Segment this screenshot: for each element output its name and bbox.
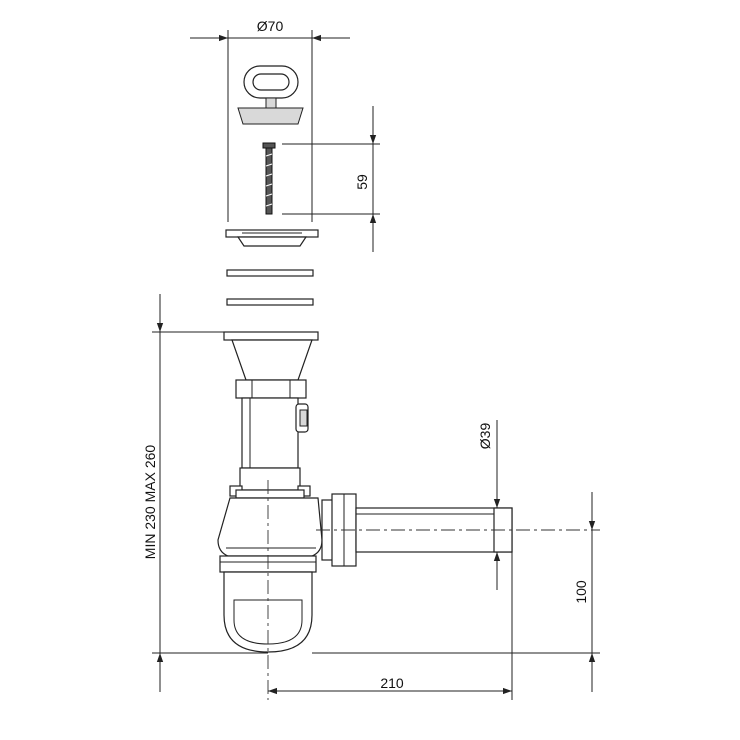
sink-plug	[237, 65, 304, 125]
gasket-upper	[226, 269, 314, 277]
outlet-diameter-label: Ø39	[477, 423, 493, 450]
total-height-label: MIN 230 MAX 260	[142, 445, 158, 560]
top-diameter-label: Ø70	[257, 18, 284, 34]
plug-height-label: 59	[354, 174, 370, 190]
outlet-height-label: 100	[573, 580, 589, 604]
plug-height-dimension: 59	[282, 106, 380, 252]
strainer-flange	[225, 229, 319, 247]
drain-body	[217, 331, 323, 653]
top-diameter-dimension: Ø70	[190, 18, 350, 222]
total-height-dimension: MIN 230 MAX 260	[142, 294, 268, 692]
outlet-diameter-dimension: Ø39	[477, 420, 501, 590]
outlet-length-label: 210	[380, 675, 404, 691]
gasket-lower	[226, 298, 314, 306]
outlet-length-dimension: 210	[268, 552, 513, 700]
outlet-height-dimension: 100	[312, 492, 600, 692]
screw	[262, 142, 276, 215]
